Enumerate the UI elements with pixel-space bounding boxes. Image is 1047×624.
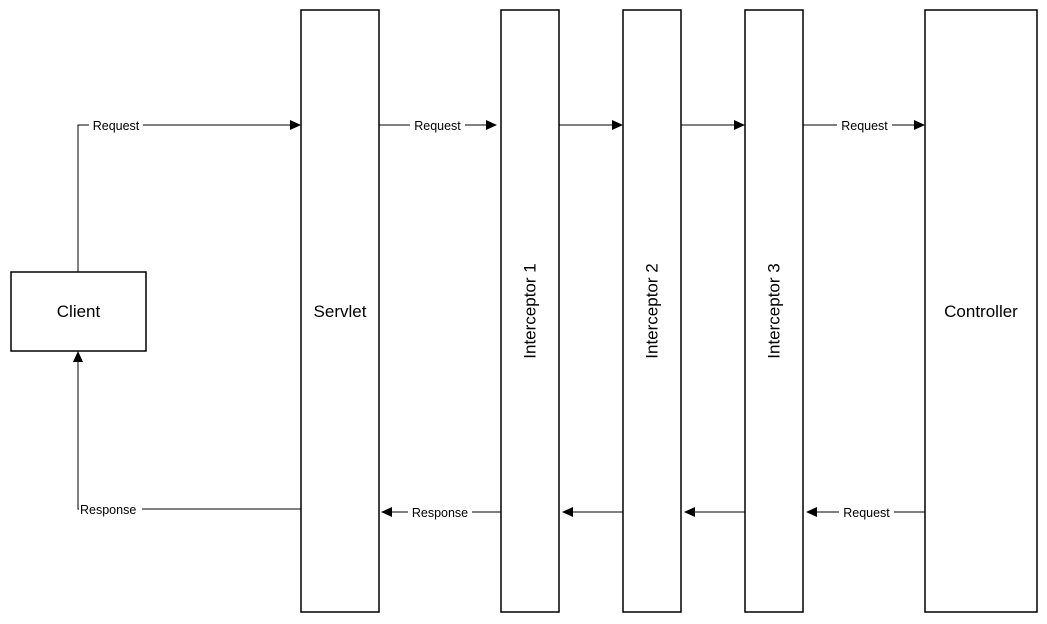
interceptor1-node: Interceptor 1 (500, 9, 560, 613)
client-label: Client (57, 302, 101, 321)
edge-interceptor2-to-interceptor1 (562, 507, 623, 517)
arrowhead-icon (684, 507, 695, 517)
servlet-label: Servlet (314, 302, 367, 321)
interceptor2-node: Interceptor 2 (622, 9, 682, 613)
servlet-node: Servlet (300, 9, 380, 613)
arrowhead-icon (914, 120, 925, 130)
edge-client-to-servlet: Request (77, 117, 301, 272)
interceptor2-label: Interceptor 2 (643, 263, 662, 358)
interceptor3-node: Interceptor 3 (744, 9, 804, 613)
edge-interceptor2-to-interceptor3 (681, 120, 745, 130)
arrowhead-icon (290, 120, 301, 130)
controller-label: Controller (944, 302, 1018, 321)
arrowhead-icon (486, 120, 497, 130)
arrowhead-icon (381, 507, 392, 517)
arrowhead-icon (734, 120, 745, 130)
interceptor3-label: Interceptor 3 (765, 263, 784, 358)
client-node: Client (10, 271, 147, 352)
edge-label-interceptor3-to-controller: Request (841, 119, 888, 133)
edge-interceptor3-to-controller: Request (803, 117, 925, 133)
edge-servlet-to-interceptor1: Request (379, 117, 497, 133)
edge-label-interceptor1-to-servlet: Response (412, 506, 468, 520)
edge-servlet-to-client: Response (73, 351, 301, 517)
edge-label-servlet-to-interceptor1: Request (414, 119, 461, 133)
arrowhead-icon (562, 507, 573, 517)
arrowhead-icon (612, 120, 623, 130)
interceptor1-label: Interceptor 1 (521, 263, 540, 358)
arrowhead-icon (73, 351, 83, 362)
edge-interceptor3-to-interceptor2 (684, 507, 745, 517)
edge-controller-to-interceptor3: Request (806, 504, 925, 520)
edge-label-client-to-servlet: Request (93, 119, 140, 133)
edge-label-servlet-to-client: Response (80, 503, 136, 517)
edge-interceptor1-to-servlet: Response (381, 504, 501, 520)
arrowhead-icon (806, 507, 817, 517)
edge-interceptor1-to-interceptor2 (559, 120, 623, 130)
controller-node: Controller (924, 9, 1038, 613)
edge-label-controller-to-interceptor3: Request (843, 506, 890, 520)
